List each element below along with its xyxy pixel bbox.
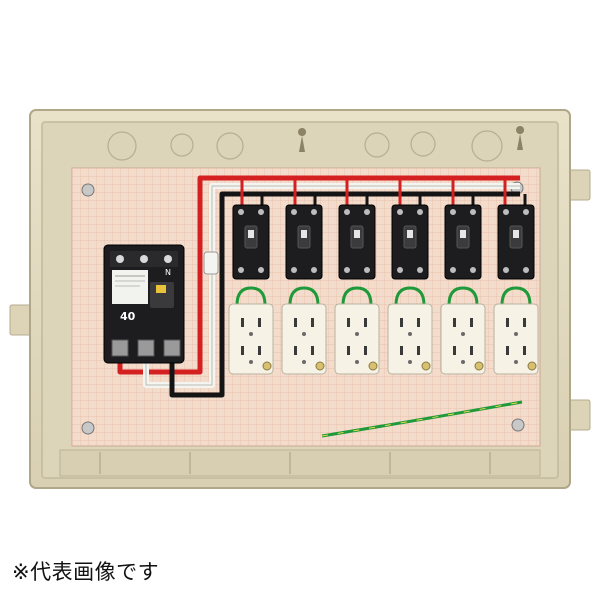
bottom-rail bbox=[59, 449, 541, 477]
switch-breaker-icon bbox=[285, 204, 323, 280]
switch-breaker-icon bbox=[391, 204, 429, 280]
switch-breaker-icon bbox=[444, 204, 482, 280]
caption: ※代表画像です bbox=[12, 560, 160, 584]
test-button bbox=[156, 285, 166, 293]
branch-drops bbox=[240, 178, 527, 206]
mount-tab-right-top bbox=[567, 169, 591, 201]
ground-jumper bbox=[500, 286, 532, 306]
ground-jumper bbox=[341, 286, 373, 306]
duplex-outlet-icon bbox=[387, 303, 433, 375]
main-breaker: N 40 bbox=[103, 244, 185, 364]
neutral-label: N bbox=[165, 268, 171, 277]
duplex-outlet-icon bbox=[334, 303, 380, 375]
breaker-terminals bbox=[111, 339, 181, 357]
switch-breaker-icon bbox=[232, 204, 270, 280]
duplex-outlet-icon bbox=[281, 303, 327, 375]
ground-jumper bbox=[288, 286, 320, 306]
duplex-outlet-icon bbox=[493, 303, 539, 375]
duplex-outlet-icon bbox=[440, 303, 486, 375]
breaker-label-plate bbox=[112, 270, 148, 304]
duplex-outlets bbox=[228, 303, 539, 375]
ground-jumper bbox=[447, 286, 479, 306]
ground-jumpers bbox=[235, 286, 532, 306]
keyhole-left bbox=[298, 128, 307, 152]
ground-wire-stripe bbox=[321, 401, 523, 437]
switch-breaker-icon bbox=[338, 204, 376, 280]
switch-breaker-icon bbox=[497, 204, 535, 280]
mount-tab-left bbox=[9, 304, 33, 336]
mount-tab-right-bottom bbox=[567, 399, 591, 431]
feed-wiring bbox=[117, 175, 520, 398]
bottom-ribs bbox=[99, 452, 491, 474]
ground-jumper bbox=[235, 286, 267, 306]
keyhole-right bbox=[516, 126, 525, 150]
duplex-outlet-icon bbox=[228, 303, 274, 375]
ground-jumper bbox=[394, 286, 426, 306]
branch-breakers bbox=[232, 204, 535, 280]
breaker-rating: 40 bbox=[120, 310, 136, 323]
knockouts bbox=[107, 126, 525, 162]
